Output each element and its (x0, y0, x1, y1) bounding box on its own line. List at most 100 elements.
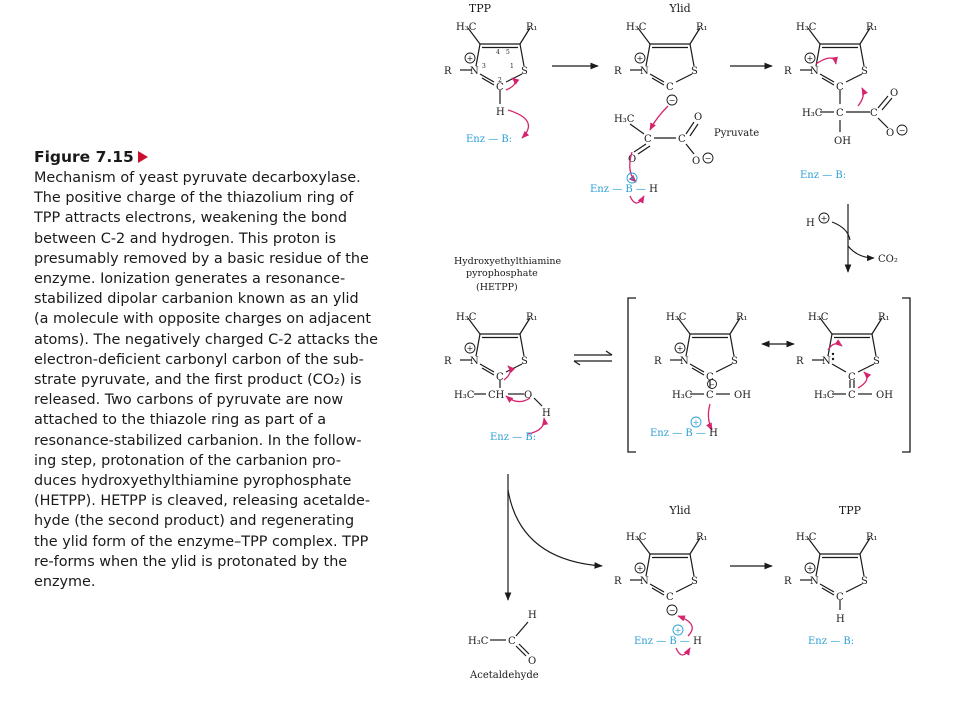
enzyme-base-5: Enz — B — H (650, 428, 718, 439)
svg-text:C: C (706, 372, 714, 383)
svg-text:C: C (848, 372, 856, 383)
hetpp-label-3: (HETPP) (476, 282, 518, 293)
caption-line: stabilized dipolar carbanion known as an… (34, 291, 359, 308)
svg-text:R: R (784, 576, 792, 587)
svg-text:C: C (836, 108, 844, 119)
svg-text:R: R (614, 576, 622, 587)
svg-text:R₁: R₁ (526, 22, 538, 33)
svg-text:N: N (680, 356, 689, 367)
svg-text:H₃C: H₃C (802, 108, 823, 119)
caption-line: attached to the thiazole ring as part of… (34, 412, 327, 429)
svg-text:+: + (807, 564, 814, 573)
tpp-heading: TPP (469, 2, 492, 15)
svg-text:+: + (821, 214, 828, 223)
svg-text:C: C (644, 134, 652, 145)
svg-text:R₁: R₁ (696, 532, 708, 543)
svg-text:H₃C: H₃C (456, 22, 477, 33)
svg-text:H₃C: H₃C (808, 312, 829, 323)
tpp-heading-bottom: TPP (839, 504, 862, 517)
svg-text:R: R (654, 356, 662, 367)
carbanion-form-2: H₃C R₁ R N S C C H₃C OH (796, 312, 893, 401)
svg-text:H₃C: H₃C (456, 312, 477, 323)
svg-text:−: − (669, 96, 676, 105)
enzyme-base-6: Enz — B — H (634, 636, 702, 647)
svg-text:S: S (691, 576, 698, 587)
svg-text:C: C (508, 636, 516, 647)
figure-title: Figure 7.15 (34, 146, 394, 168)
svg-text:N: N (640, 576, 649, 587)
svg-text:O: O (528, 656, 536, 667)
svg-text:5: 5 (506, 49, 510, 56)
enzyme-base-3: Enz — B: (800, 170, 846, 181)
svg-text:C: C (836, 592, 844, 603)
caption-line: hyde (the second product) and regenerati… (34, 513, 355, 530)
svg-text:1: 1 (510, 63, 514, 70)
svg-text:R₁: R₁ (878, 312, 890, 323)
svg-text:C: C (666, 82, 674, 93)
svg-text:+: + (807, 54, 814, 63)
caption-line: electron-deficient carbonyl carbon of th… (34, 351, 364, 368)
svg-text:O: O (524, 390, 532, 401)
svg-text:+: + (637, 54, 644, 63)
svg-text:H: H (528, 610, 537, 621)
pyruvate-label: Pyruvate (714, 128, 759, 139)
svg-text:C: C (496, 82, 504, 93)
svg-text:4: 4 (496, 49, 500, 56)
svg-text:O: O (692, 156, 700, 167)
caption-line: between C-2 and hydrogen. This proton is (34, 230, 337, 247)
svg-text:H₃C: H₃C (614, 114, 635, 125)
caption-line: (HETPP). HETPP is cleaved, releasing ace… (34, 493, 371, 510)
caption-line: released. Two carbons of pyruvate are no… (34, 392, 344, 409)
svg-text:C: C (496, 372, 504, 383)
svg-text:2: 2 (498, 77, 502, 84)
svg-text:S: S (731, 356, 738, 367)
tpp-molecule: H₃C R₁ R N S C H + 4 5 3 1 2 (444, 22, 538, 139)
svg-text:H: H (496, 107, 505, 118)
co2-label: CO₂ (878, 254, 898, 265)
svg-text:H₃C: H₃C (796, 532, 817, 543)
hetpp-label-2: pyrophosphate (466, 268, 538, 279)
svg-text:S: S (521, 66, 528, 77)
svg-text:−: − (899, 126, 906, 135)
svg-text:R: R (444, 356, 452, 367)
svg-text:H₃C: H₃C (796, 22, 817, 33)
svg-text:H₃C: H₃C (672, 390, 693, 401)
svg-text:H: H (836, 614, 845, 625)
adduct-molecule: H₃C R₁ R N S C + C H₃C OH C O O − (784, 22, 908, 147)
svg-text:N: N (810, 576, 819, 587)
acetaldehyde-label: Acetaldehyde (469, 670, 539, 681)
caption-line: ing step, protonation of the carbanion p… (34, 452, 342, 469)
svg-text:CH: CH (488, 390, 505, 401)
svg-text:S: S (861, 66, 868, 77)
svg-text:C: C (706, 390, 714, 401)
svg-text:R: R (614, 66, 622, 77)
svg-text:N: N (810, 66, 819, 77)
acetaldehyde-molecule: H₃C C H O (468, 610, 537, 667)
caption-line: Mechanism of yeast pyruvate decarboxylas… (34, 170, 361, 186)
ylid-heading-bottom: Ylid (668, 504, 690, 517)
svg-text:S: S (521, 356, 528, 367)
svg-text:R: R (796, 356, 804, 367)
carbanion-form-1: H₃C R₁ R N S C + C H₃C OH − (654, 312, 751, 431)
figure-title-arrow-icon (137, 151, 148, 163)
caption-line: re-forms when the ylid is protonated by … (34, 553, 348, 570)
svg-text:H₃C: H₃C (468, 636, 489, 647)
enzyme-base-1: Enz — B: (466, 134, 512, 145)
svg-text:O: O (628, 154, 636, 165)
svg-text:3: 3 (482, 63, 486, 70)
caption-line: enzyme. (34, 574, 96, 591)
caption-line: strate pyruvate, and the first product (… (34, 372, 362, 389)
svg-text:+: + (629, 174, 636, 183)
svg-text:−: − (669, 606, 676, 615)
svg-text:H₃C: H₃C (814, 390, 835, 401)
ylid-molecule: H₃C R₁ R N S C + − (614, 22, 708, 131)
svg-text:R₁: R₁ (526, 312, 538, 323)
caption-line: duces hydroxyethylthiamine pyrophosphate (34, 473, 352, 490)
svg-text:OH: OH (876, 390, 893, 401)
enzyme-base-4: Enz — B: (490, 432, 536, 443)
svg-text:C: C (678, 134, 686, 145)
svg-text:H: H (542, 408, 551, 419)
caption-line: the ylid form of the enzyme–TPP complex.… (34, 533, 369, 550)
svg-text:N: N (822, 356, 831, 367)
